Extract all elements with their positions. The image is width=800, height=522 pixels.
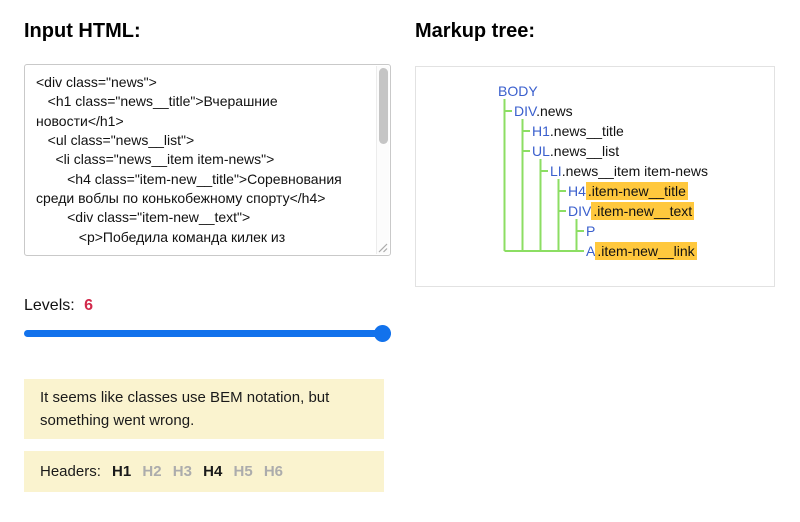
markup-tree-panel: BODY DIV.news H1.news__title UL.news__li… [415, 66, 775, 287]
tree-node-p: P [586, 221, 595, 241]
slider-thumb[interactable] [374, 325, 391, 342]
tree-node-div-item-new-text: DIV.item-new__text [568, 201, 695, 221]
header-indicator-h2: H2 [142, 463, 162, 480]
tree-node-tag: A [586, 243, 596, 259]
header-indicator-h5: H5 [233, 463, 253, 480]
tree-node-tag: DIV [514, 103, 537, 119]
tree-node-classes-highlighted: .item-new__text [591, 202, 695, 220]
textarea-resize-handle[interactable] [378, 243, 388, 253]
header-indicator-h4: H4 [203, 463, 223, 480]
tree-node-li-news-item: LI.news__item item-news [550, 161, 708, 181]
tree-node-classes-highlighted: .item-new__title [585, 182, 688, 200]
headers-label: Headers: [40, 463, 101, 480]
header-indicator-h1: H1 [112, 463, 132, 480]
header-indicator-h6: H6 [263, 463, 284, 480]
tree-node-classes: .news__title [549, 123, 624, 139]
bem-warning-note: It seems like classes use BEM notation, … [24, 379, 384, 439]
tree-node-classes-highlighted: .item-new__link [595, 242, 697, 260]
levels-value: 6 [84, 297, 94, 314]
slider-track[interactable] [24, 330, 391, 337]
markup-tree-heading: Markup tree: [415, 20, 536, 42]
headers-note: Headers: H1 H2 H3 H4 H5 H6 [24, 451, 384, 492]
tree-node-tag: P [586, 223, 596, 239]
html-input-container: <div class="news"> <h1 class="news__titl… [24, 64, 391, 256]
input-html-section: Input HTML: <div class="news"> <h1 class… [24, 20, 391, 492]
textarea-scrollbar-thumb[interactable] [379, 68, 388, 144]
textarea-scrollbar[interactable] [376, 66, 389, 254]
html-input-textarea[interactable]: <div class="news"> <h1 class="news__titl… [25, 65, 390, 255]
levels-row: Levels: 6 [24, 296, 391, 315]
tree-node-h1-news-title: H1.news__title [532, 121, 624, 141]
tree-node-body: BODY [498, 81, 538, 101]
levels-slider[interactable] [24, 325, 391, 342]
tree-node-tag: LI [550, 163, 562, 179]
tree-node-h4-item-new-title: H4.item-new__title [568, 181, 688, 201]
bem-warning-text: It seems like classes use BEM notation, … [40, 389, 330, 429]
tree-node-a-item-new-link: A.item-new__link [586, 241, 697, 261]
tree-node-ul-news-list: UL.news__list [532, 141, 619, 161]
tree-node-classes: .news [536, 103, 573, 119]
markup-tree-section: Markup tree: BODY DIV.news [415, 20, 775, 287]
tree-node-tag: H4 [568, 183, 586, 199]
tree-node-tag: DIV [568, 203, 592, 219]
levels-label: Levels: [24, 297, 75, 314]
tree-node-classes: .news__item item-news [561, 163, 708, 179]
header-indicator-h3: H3 [172, 463, 192, 480]
tree-node-tag: BODY [498, 83, 538, 99]
tree-node-tag: UL [532, 143, 550, 159]
tree-node-classes: .news__list [549, 143, 620, 159]
tree-node-div-news: DIV.news [514, 101, 573, 121]
input-html-heading: Input HTML: [24, 20, 141, 42]
tree-node-tag: H1 [532, 123, 550, 139]
tree-connector-lines [503, 99, 584, 252]
